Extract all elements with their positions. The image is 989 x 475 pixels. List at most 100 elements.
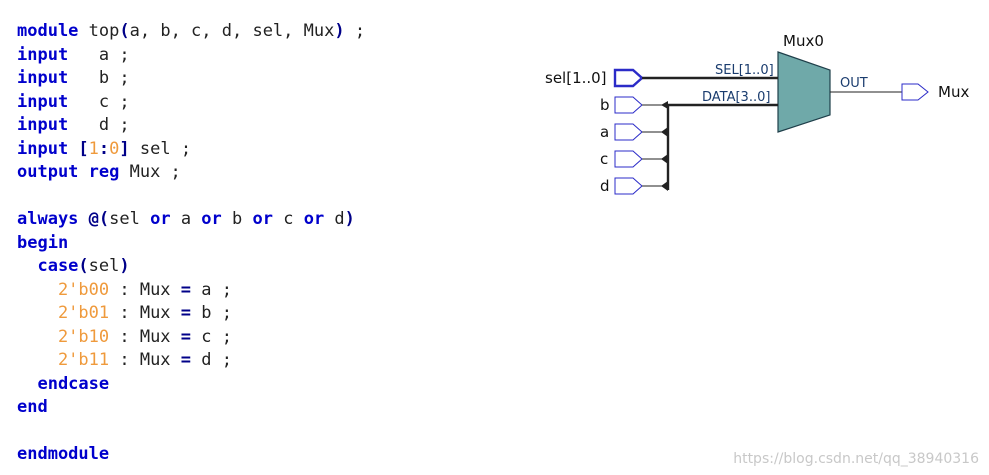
input-pin-label-b: b (600, 96, 610, 114)
paren: ) (334, 21, 345, 41)
colon: : (98, 138, 110, 159)
bracket: ] (119, 138, 130, 159)
keyword-output: output (17, 162, 79, 182)
keyword-reg: reg (78, 162, 120, 182)
signal-name: sel (109, 209, 151, 229)
input-pin-label-a: a (600, 123, 609, 141)
keyword-or: or (201, 209, 222, 229)
code-line-9: always @(sel or a or b or c or d) (17, 208, 365, 232)
code-line-3: input b ; (17, 67, 365, 91)
case-rhs: b ; (191, 303, 232, 323)
input-pin-b[interactable] (614, 96, 643, 114)
signal-name: a (170, 209, 202, 229)
signal-name: d (324, 209, 345, 229)
equals: = (180, 350, 192, 370)
input-pin-d[interactable] (614, 177, 643, 195)
data-port-label: DATA[3..0] (702, 90, 770, 105)
signal-name: b ; (68, 68, 130, 88)
paren: ) (119, 256, 130, 276)
case-line: 2'b00 : Mux = a ; (17, 279, 365, 303)
input-pin-a[interactable] (614, 123, 643, 141)
bus-join-marker (661, 127, 668, 137)
bracket: [ (68, 138, 89, 159)
equals: = (180, 326, 192, 347)
case-value: 2'b00 (17, 279, 110, 300)
keyword-input: input (17, 68, 69, 88)
signal-name: d ; (68, 115, 130, 135)
code-line-8 (17, 185, 365, 209)
code-line-19: endmodule (17, 443, 365, 467)
keyword-end: end (17, 397, 48, 417)
bus-join-marker (661, 101, 668, 109)
keyword-case: case (17, 256, 79, 276)
signal-name: sel ; (129, 138, 192, 159)
keyword-module: module (17, 21, 79, 41)
case-value: 2'b10 (17, 326, 110, 347)
rtl-schematic: Mux0 SEL[1..0] DATA[3..0] OUT sel[1..0] … (545, 32, 969, 195)
case-lhs: : Mux (109, 350, 181, 370)
signal-name: sel (88, 256, 120, 276)
case-rhs: c ; (191, 326, 232, 347)
verilog-code: module top(a, b, c, d, sel, Mux) ;input … (17, 20, 365, 467)
case-rhs: a ; (191, 279, 232, 300)
code-line-4: input c ; (17, 91, 365, 115)
code-line-6: input [1:0] sel ; (17, 138, 365, 162)
case-line: 2'b10 : Mux = c ; (17, 326, 365, 350)
paren: ) (344, 209, 355, 229)
keyword-begin: begin (17, 232, 69, 253)
keyword-input: input (17, 44, 69, 65)
input-pin-c[interactable] (614, 150, 643, 168)
keyword-endmodule: endmodule (17, 444, 110, 464)
equals: = (180, 303, 192, 323)
equals: = (180, 279, 192, 300)
mux-block[interactable] (777, 51, 831, 133)
sel-pin-label: sel[1..0] (545, 69, 607, 87)
semicolon: ; (344, 21, 366, 41)
code-line-16: endcase (17, 373, 365, 397)
watermark-text: https://blog.csdn.net/qq_38940316 (733, 451, 979, 467)
code-line-2: input a ; (17, 44, 365, 68)
case-line: 2'b01 : Mux = b ; (17, 302, 365, 326)
bus-join-marker (661, 154, 668, 164)
code-line-1: module top(a, b, c, d, sel, Mux) ; (17, 20, 365, 44)
input-pin-label-d: d (600, 177, 610, 195)
paren: ( (78, 256, 89, 276)
output-pin-label: Mux (938, 83, 969, 101)
keyword-or: or (303, 209, 325, 229)
signal-name: b (221, 209, 253, 229)
number: 1 (88, 138, 99, 159)
at-paren: @( (78, 209, 110, 229)
sel-input-pin[interactable] (613, 68, 644, 88)
number: 0 (109, 138, 120, 159)
signal-name: Mux ; (119, 162, 181, 182)
case-lhs: : Mux (109, 279, 181, 300)
code-line-5: input d ; (17, 114, 365, 138)
case-value: 2'b01 (17, 303, 110, 323)
keyword-always: always (17, 209, 79, 229)
keyword-input: input (17, 91, 69, 112)
case-value: 2'b11 (17, 350, 110, 370)
signal-name: c (272, 209, 304, 229)
keyword-endcase: endcase (17, 373, 110, 394)
module-name: top (88, 21, 120, 41)
paren: ( (119, 21, 130, 41)
mux-title: Mux0 (783, 32, 824, 50)
case-rhs: d ; (191, 350, 232, 370)
signal-name: a ; (68, 44, 130, 65)
keyword-or: or (150, 209, 171, 229)
code-line-17: end (17, 396, 365, 420)
out-port-label: OUT (840, 76, 868, 91)
output-pin[interactable] (901, 83, 929, 101)
case-lhs: : Mux (109, 326, 181, 347)
sel-port-label: SEL[1..0] (715, 63, 774, 78)
input-pin-label-c: c (600, 150, 608, 168)
keyword-input: input (17, 138, 69, 159)
port-list: a, b, c, d, sel, Mux (129, 21, 335, 41)
case-line: 2'b11 : Mux = d ; (17, 349, 365, 373)
code-line-11: case(sel) (17, 255, 365, 279)
code-line-18 (17, 420, 365, 444)
bus-join-marker (661, 181, 668, 191)
keyword-input: input (17, 115, 69, 135)
code-line-7: output reg Mux ; (17, 161, 365, 185)
case-lhs: : Mux (109, 303, 181, 323)
